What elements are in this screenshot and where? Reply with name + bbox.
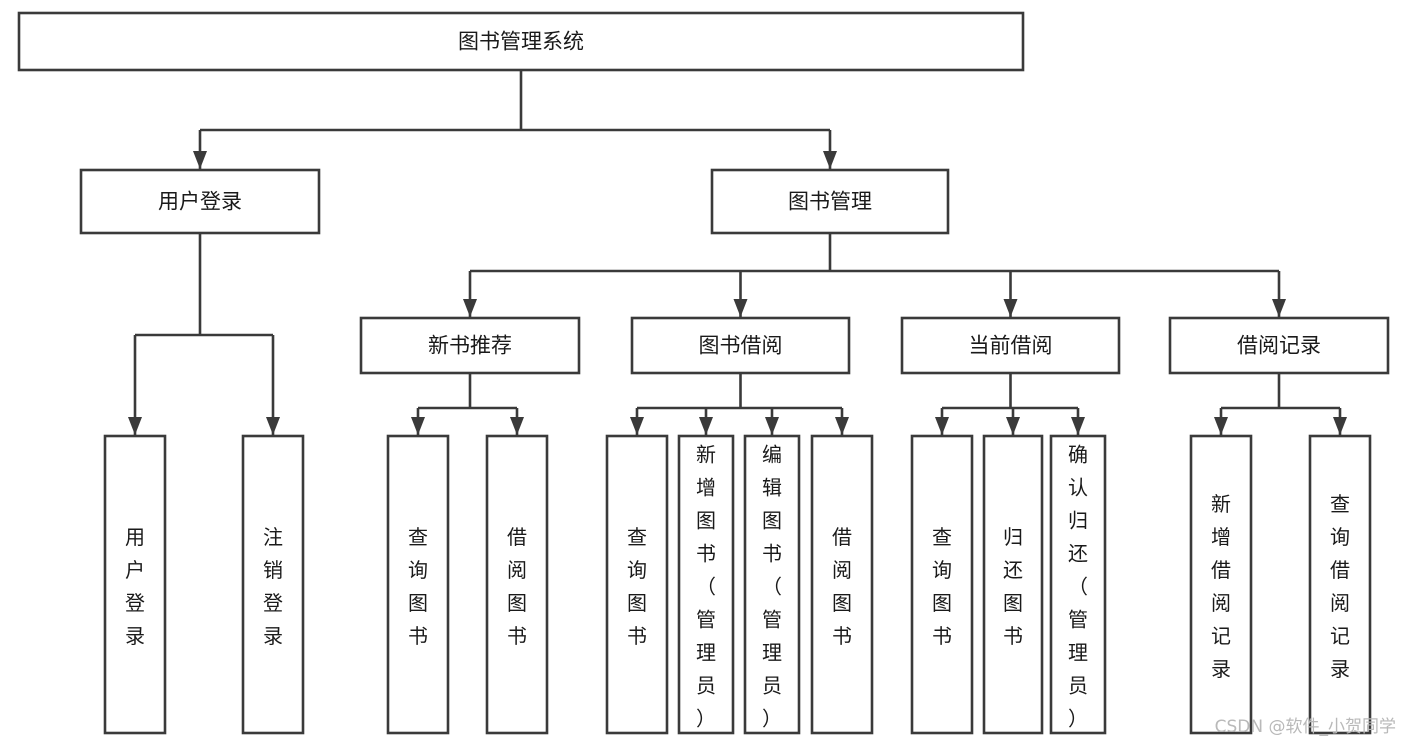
node-box xyxy=(79,168,321,235)
node-book-borrow[interactable]: 图书借阅 xyxy=(630,316,851,375)
node-leaf-user-logout[interactable]: 注销登录 xyxy=(241,434,305,735)
node-leaf-query-book-2[interactable]: 查询图书 xyxy=(605,434,669,735)
arrow-head-icon xyxy=(1006,417,1020,435)
node-leaf-query-book-3[interactable]: 查询图书 xyxy=(910,434,974,735)
node-leaf-confirm-return[interactable]: 确认归还（管理员） xyxy=(1049,434,1107,735)
node-box xyxy=(241,434,305,735)
arrow-head-icon xyxy=(411,417,425,435)
node-leaf-borrow-book-2[interactable]: 借阅图书 xyxy=(810,434,874,735)
arrow-head-icon xyxy=(1272,299,1286,317)
node-label: 查询借阅记录 xyxy=(1330,492,1350,681)
node-label: 用户登录 xyxy=(158,190,242,214)
node-label: 查询图书 xyxy=(932,525,952,648)
node-leaf-add-record[interactable]: 新增借阅记录 xyxy=(1189,434,1253,735)
node-label: 借阅图书 xyxy=(832,525,852,648)
arrow-head-icon xyxy=(733,299,748,317)
node-book-manage[interactable]: 图书管理 xyxy=(710,168,950,235)
node-box xyxy=(810,434,874,735)
node-label: 新书推荐 xyxy=(428,334,512,358)
node-box xyxy=(1049,434,1107,735)
node-label: 归还图书 xyxy=(1003,525,1023,648)
arrow-head-icon xyxy=(765,417,779,435)
node-label: 新增借阅记录 xyxy=(1211,492,1231,681)
arrow-head-icon xyxy=(823,151,837,169)
arrow-head-icon xyxy=(1003,299,1018,317)
arrow-head-icon xyxy=(630,417,644,435)
node-leaf-add-book[interactable]: 新增图书（管理员） xyxy=(677,434,735,735)
node-leaf-return-book[interactable]: 归还图书 xyxy=(982,434,1044,735)
node-label: 当前借阅 xyxy=(969,334,1053,358)
node-label: 确认归还（管理员） xyxy=(1068,443,1088,731)
node-box xyxy=(1189,434,1253,735)
node-box xyxy=(910,434,974,735)
node-leaf-user-login[interactable]: 用户登录 xyxy=(103,434,167,735)
node-box xyxy=(710,168,950,235)
arrow-head-icon xyxy=(935,417,949,435)
node-leaf-query-book-1[interactable]: 查询图书 xyxy=(386,434,450,735)
node-label: 注销登录 xyxy=(263,525,283,648)
node-user-login[interactable]: 用户登录 xyxy=(79,168,321,235)
node-label: 借阅记录 xyxy=(1237,334,1321,358)
arrow-head-icon xyxy=(128,417,142,435)
node-box xyxy=(982,434,1044,735)
node-box xyxy=(630,316,851,375)
node-box xyxy=(17,11,1025,72)
node-box xyxy=(743,434,801,735)
arrow-head-icon xyxy=(193,151,207,169)
node-label: 图书管理系统 xyxy=(458,30,584,54)
node-box xyxy=(103,434,167,735)
node-box xyxy=(485,434,549,735)
node-box xyxy=(1308,434,1372,735)
arrow-head-icon xyxy=(1071,417,1085,435)
arrow-head-icon xyxy=(463,299,477,317)
arrow-head-icon xyxy=(699,417,713,435)
node-leaf-borrow-book-1[interactable]: 借阅图书 xyxy=(485,434,549,735)
node-box xyxy=(386,434,450,735)
arrow-head-icon xyxy=(1333,417,1347,435)
csdn-watermark: CSDN @软件_小贺同学 xyxy=(1215,717,1396,737)
arrow-head-icon xyxy=(1214,417,1228,435)
node-label: 用户登录 xyxy=(125,525,145,648)
node-label: 借阅图书 xyxy=(507,525,527,648)
node-new-book-recommend[interactable]: 新书推荐 xyxy=(359,316,581,375)
node-box xyxy=(605,434,669,735)
node-leaf-edit-book[interactable]: 编辑图书（管理员） xyxy=(743,434,801,735)
node-borrow-record[interactable]: 借阅记录 xyxy=(1168,316,1390,375)
node-box xyxy=(1168,316,1390,375)
node-label: 图书借阅 xyxy=(699,334,783,358)
node-label: 查询图书 xyxy=(627,525,647,648)
node-leaf-query-record[interactable]: 查询借阅记录 xyxy=(1308,434,1372,735)
node-label: 新增图书（管理员） xyxy=(696,443,716,731)
node-box xyxy=(677,434,735,735)
node-label: 查询图书 xyxy=(408,525,428,648)
node-box xyxy=(359,316,581,375)
node-label: 图书管理 xyxy=(788,190,872,214)
arrow-head-icon xyxy=(835,417,849,435)
arrow-head-icon xyxy=(266,417,280,435)
connectors-layer xyxy=(128,70,1347,435)
node-box xyxy=(900,316,1121,375)
node-root[interactable]: 图书管理系统 xyxy=(17,11,1025,72)
node-label: 编辑图书（管理员） xyxy=(762,443,782,731)
nodes-layer: 图书管理系统用户登录图书管理新书推荐图书借阅当前借阅借阅记录用户登录注销登录查询… xyxy=(17,11,1390,735)
arrow-head-icon xyxy=(510,417,524,435)
node-current-borrow[interactable]: 当前借阅 xyxy=(900,316,1121,375)
